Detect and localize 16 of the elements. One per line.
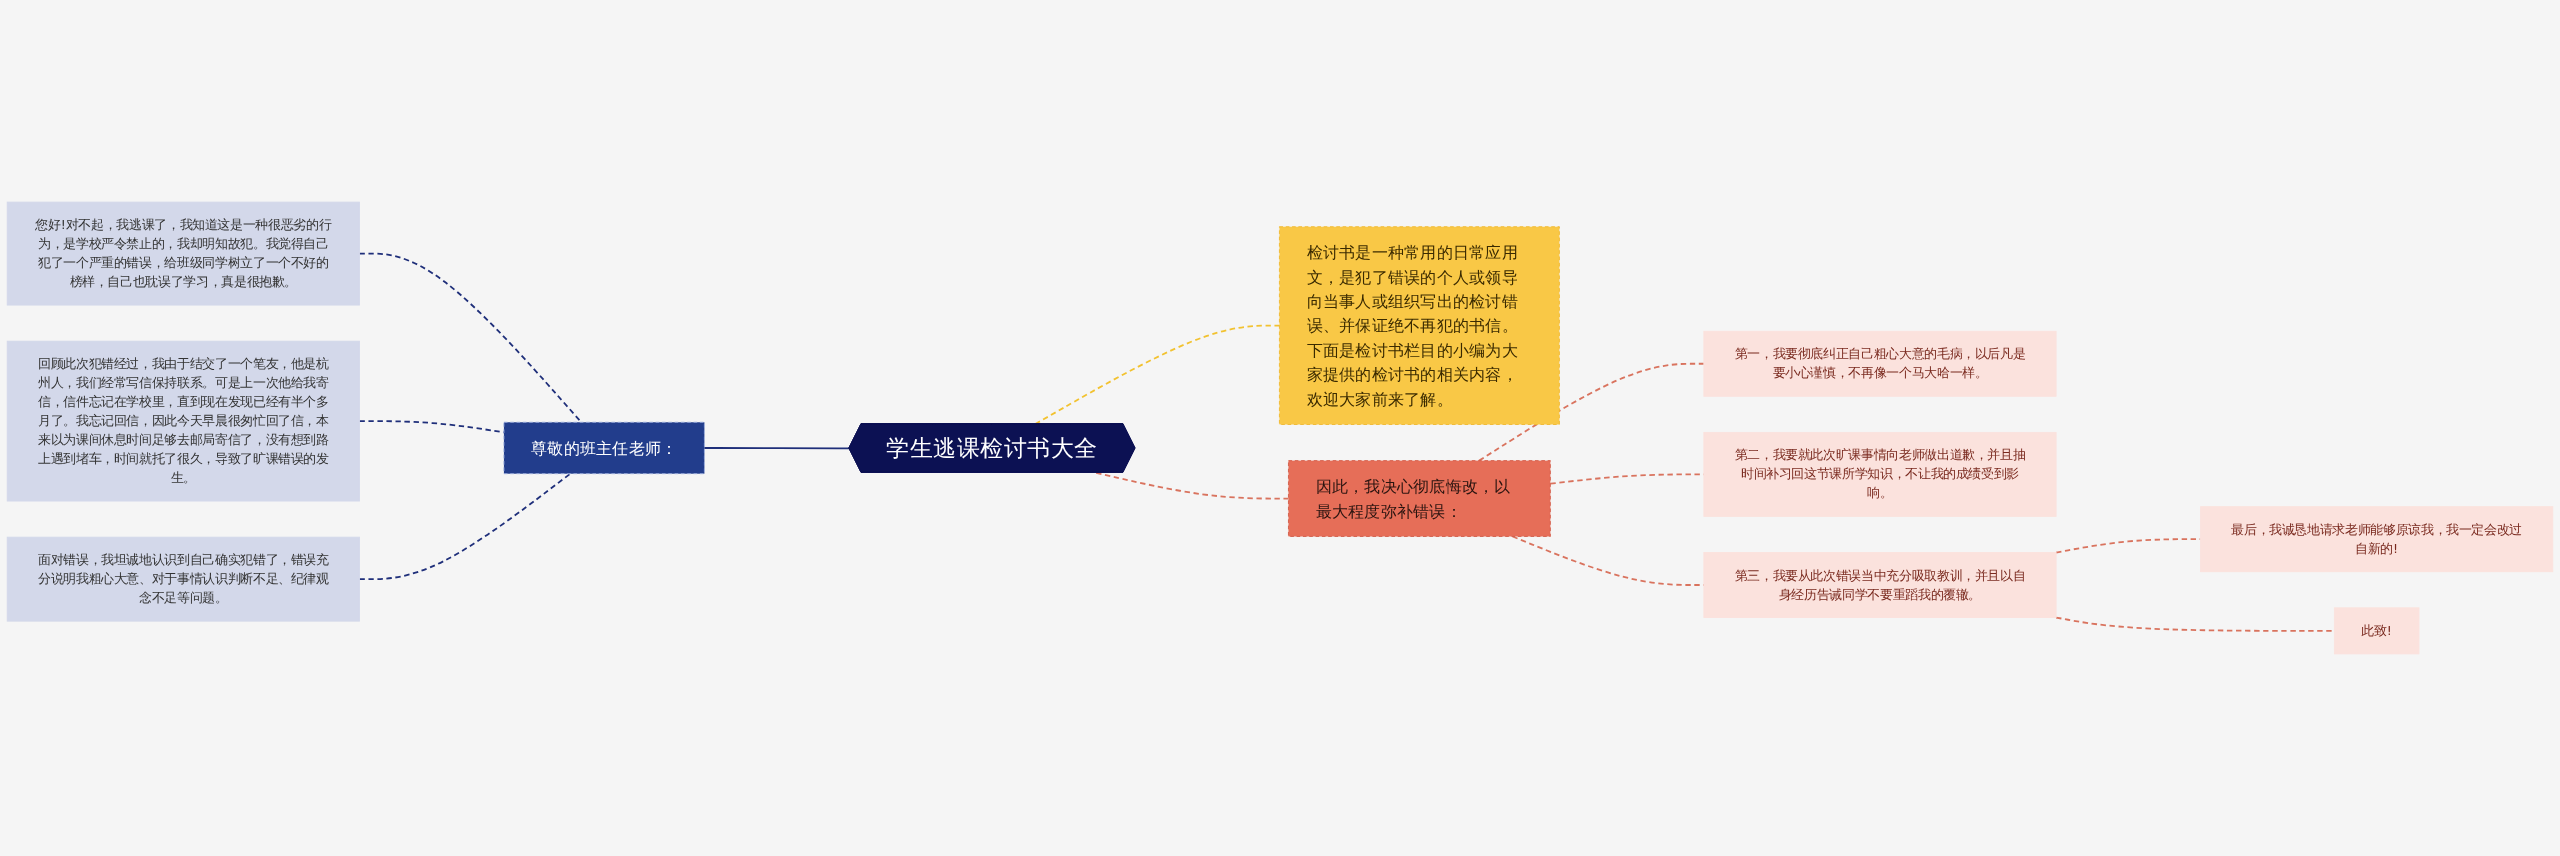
node-box: 此致!	[2333, 607, 2420, 655]
node-box: 回顾此次犯错经过，我由于结交了一个笔友，他是杭州人，我们经常写信保持联系。可是上一次他给我寄信，信件忘记在学校里，直到现在发现已经有半个多月了。我忘记回信，因此今天早晨很匆忙回了信，本来以为课间休息时间足够去邮局寄信了，没有想到路上遇到堵车，时间就托了很久，导致了旷课错误的发生。	[6, 340, 360, 502]
node-box: 检讨书是一种常用的日常应用文，是犯了错误的个人或领导向当事人或组织写出的检讨错误、并保证绝不再犯的书信。下面是检讨书栏目的小编为大家提供的检讨书的相关内容，欢迎大家前来了解。	[1279, 226, 1560, 425]
node-box: 因此，我决心彻底悔改，以最大程度弥补错误：	[1288, 460, 1551, 537]
connector	[703, 447, 851, 450]
node-box: 您好!对不起，我逃课了，我知道这是一种很恶劣的行为，是学校严令禁止的，我却明知故犯。我觉得自己犯了一个严重的错误，给班级同学树立了一个不好的榜样，自己也耽误了学习，真是很抱歉。	[6, 201, 360, 306]
node-box: 第二，我要就此次旷课事情向老师做出道歉，并且抽时间补习回这节课所学知识，不让我的成绩受到影响。	[1703, 431, 2057, 517]
node-box: 尊敬的班主任老师：	[503, 421, 705, 475]
connector	[1034, 324, 1281, 425]
node-box: 第三，我要从此次错误当中充分吸取教训，并且以自身经历告诫同学不要重蹈我的覆辙。	[1703, 552, 2057, 618]
node-box: 最后，我诚恳地请求老师能够原谅我，我一定会改过自新的!	[2200, 506, 2554, 573]
node-box: 第一，我要彻底纠正自己粗心大意的毛病，以后凡是要小心谨慎，不再像一个马大哈一样。	[1703, 330, 2057, 397]
connector	[358, 472, 572, 581]
node-box: 面对错误，我坦诚地认识到自己确实犯错了，错误充分说明我粗心大意、对于事情认识判断不足、纪律观念不足等问题。	[6, 536, 360, 622]
connector	[1095, 471, 1290, 500]
connector	[1478, 362, 1705, 462]
